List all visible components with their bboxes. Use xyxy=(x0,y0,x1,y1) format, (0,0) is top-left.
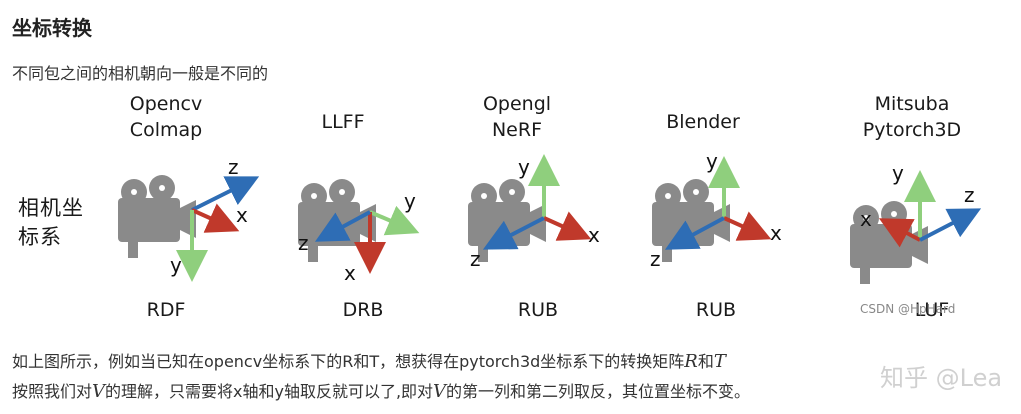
camera-frame-label: 相机坐 标系 xyxy=(18,196,84,250)
y-axis-label: y xyxy=(404,189,416,213)
x-axis-label: x xyxy=(770,221,782,245)
camera-icon xyxy=(118,175,196,258)
panel-llff-axes: y x z xyxy=(298,179,420,285)
code-luf: LUF xyxy=(914,299,950,321)
code-drb: DRB xyxy=(342,299,384,321)
intro-text: 不同包之间的相机朝向一般是不同的 xyxy=(12,64,269,83)
z-axis-label: z xyxy=(650,247,661,271)
y-axis-label: y xyxy=(892,161,904,185)
panel-opencv-axes: z x y xyxy=(118,155,260,282)
z-axis-label: z xyxy=(298,231,309,255)
y-axis-label: y xyxy=(706,149,718,173)
panel-blender-axes: y x z xyxy=(650,149,782,271)
camera-icon xyxy=(298,179,376,262)
panel-opengl-axes: y x z xyxy=(468,154,600,271)
z-axis-label: z xyxy=(228,155,239,179)
panel-title-blender: Blender xyxy=(666,111,740,133)
x-axis-label: x xyxy=(860,207,872,231)
code-rdf: RDF xyxy=(146,299,186,321)
code-rub-blender: RUB xyxy=(695,299,737,321)
x-axis-label: x xyxy=(236,203,248,227)
code-rub-opengl: RUB xyxy=(517,299,559,321)
x-axis-label: x xyxy=(588,223,600,247)
panel-title-llff: LLFF xyxy=(321,111,365,133)
section-heading: 坐标转换 xyxy=(12,16,92,40)
z-axis-label: z xyxy=(470,247,481,271)
y-axis-label: y xyxy=(170,253,182,277)
x-axis-label: x xyxy=(344,261,356,285)
z-axis-label: z xyxy=(964,183,975,207)
panel-mitsuba-axes: y x z xyxy=(850,161,982,284)
zhihu-watermark: 知乎 @Lea xyxy=(880,364,1003,392)
y-axis-label: y xyxy=(518,155,530,179)
coordinate-figure: z x y y x z y x z xyxy=(0,88,1021,328)
paragraph-line-2: 按照我们对V的理解，只需要将x轴和y轴取反就可以了,即对V的第一列和第二列取反，… xyxy=(12,381,751,402)
axes-drawing: z x y y x z y x z xyxy=(118,149,982,285)
csdn-watermark: CSDN @HpHard xyxy=(860,302,956,316)
paragraph-line-1: 如上图所示，例如当已知在opencv坐标系下的R和T，想获得在pytorch3d… xyxy=(12,351,726,372)
